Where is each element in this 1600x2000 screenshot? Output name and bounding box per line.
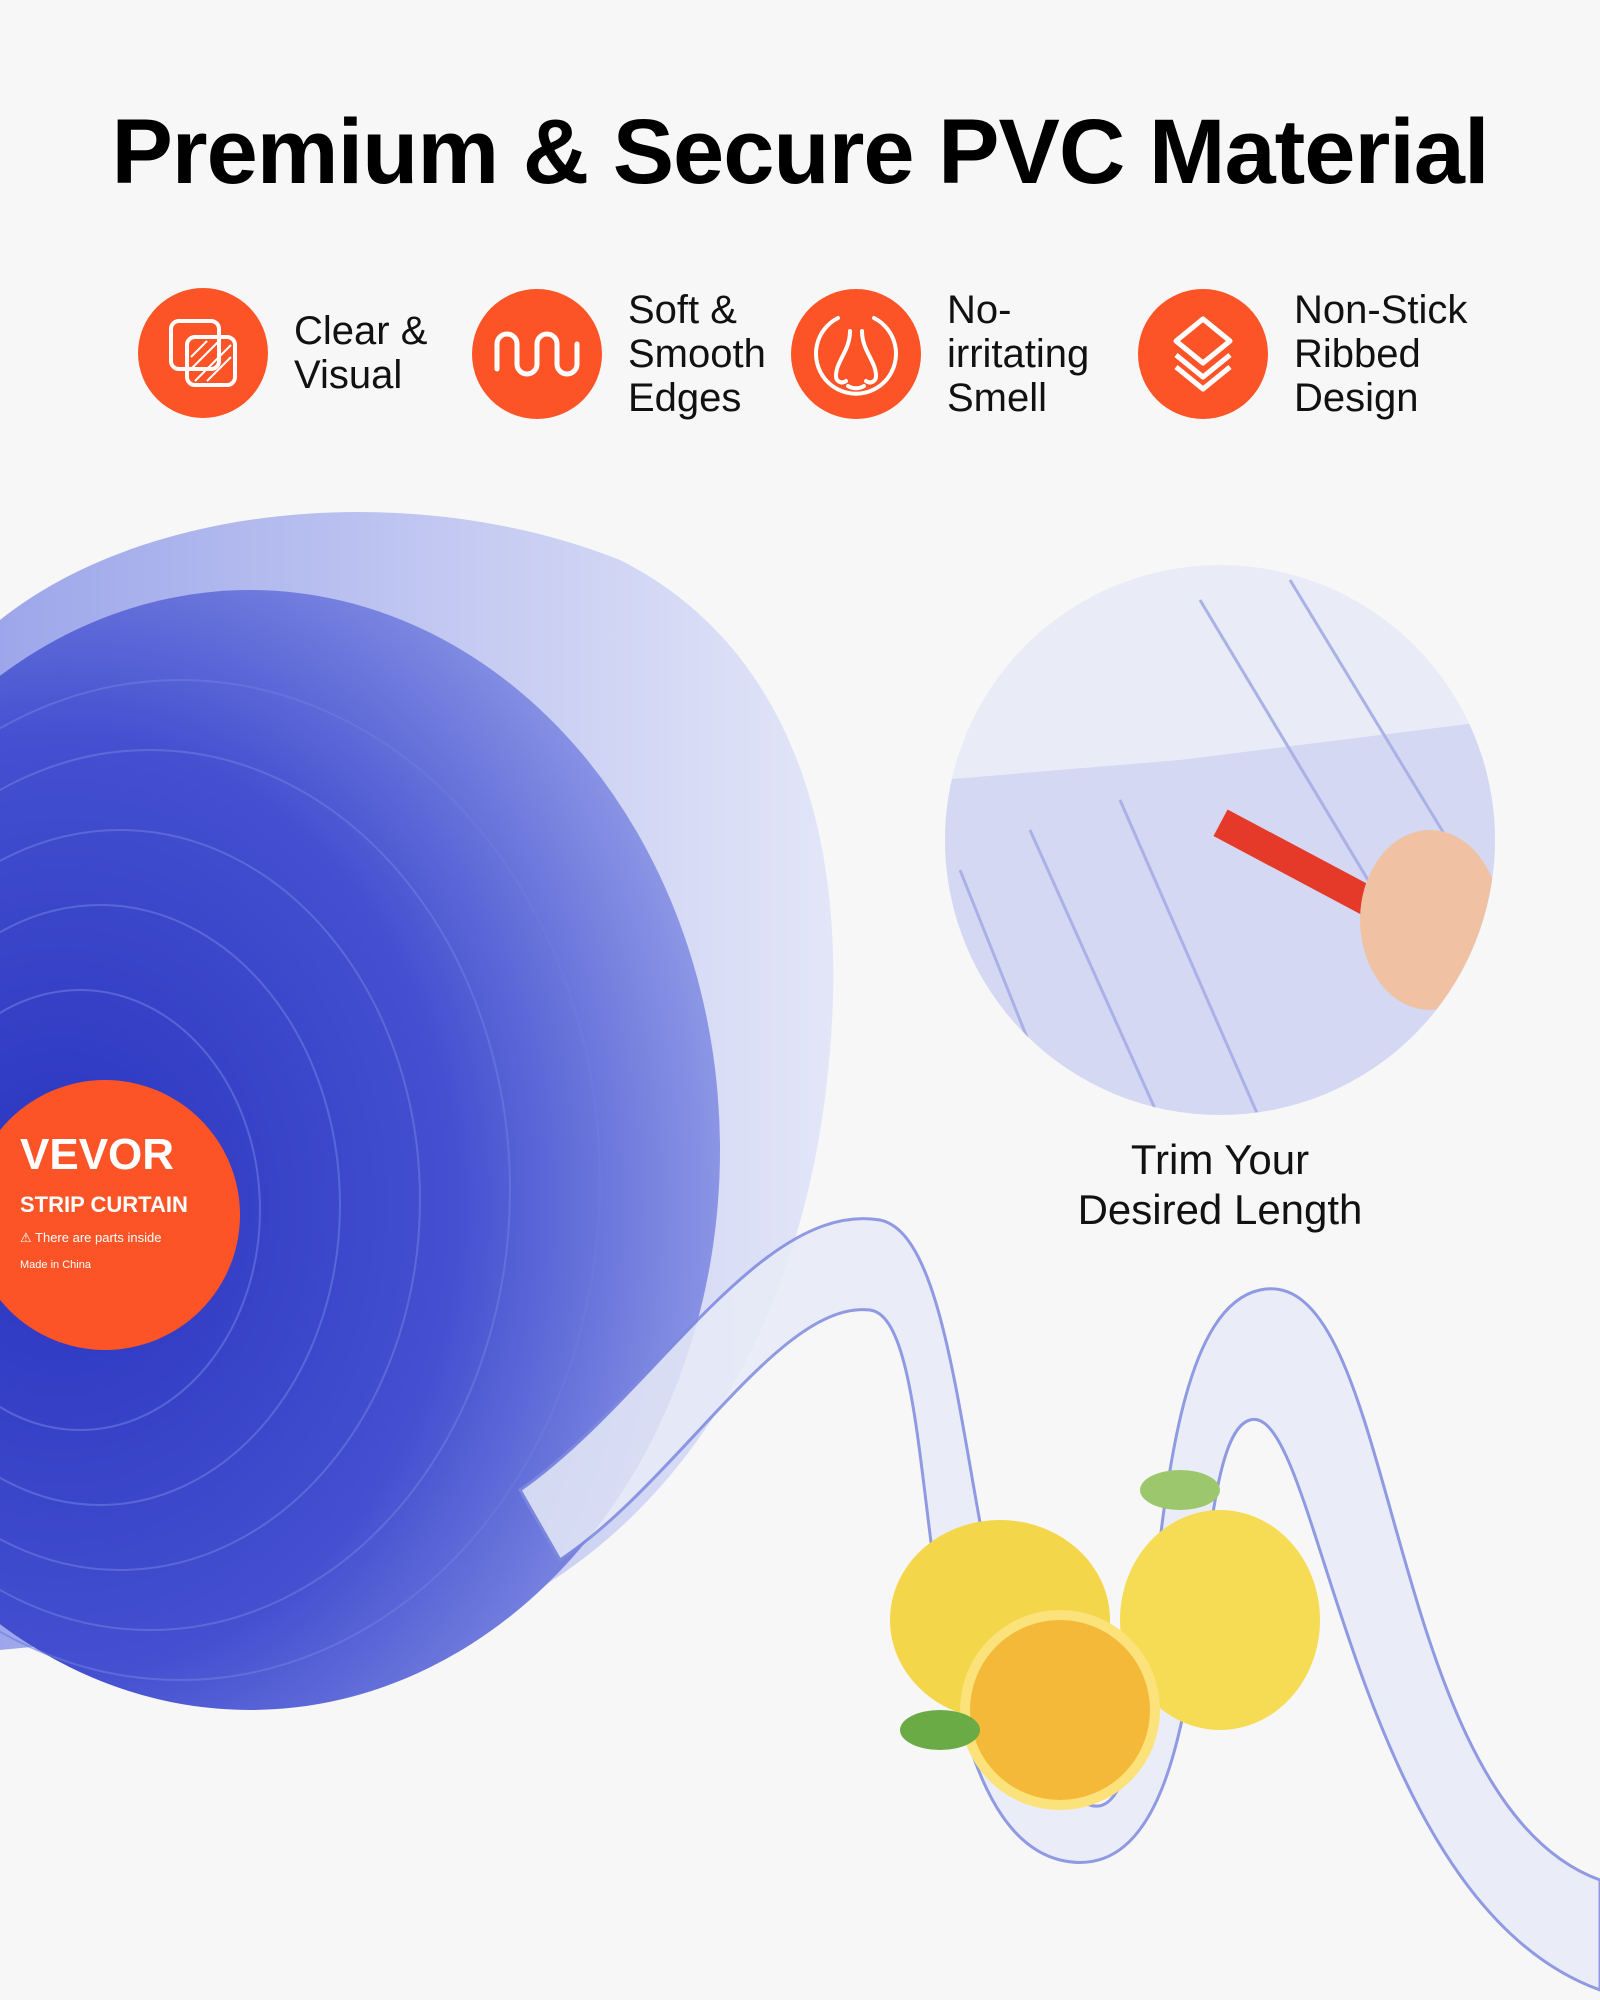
feature-label: Clear & Visual	[294, 309, 428, 397]
stacked-layers-icon	[1138, 289, 1268, 419]
page-title: Premium & Secure PVC Material	[111, 101, 1489, 203]
roll-face	[0, 590, 720, 1710]
feature-no-smell: No- irritating Smell	[791, 288, 1089, 420]
feature-label: Soft & Smooth Edges	[628, 288, 766, 420]
trim-caption: Trim Your Desired Length	[1077, 1136, 1363, 1233]
feature-label: Non-Stick Ribbed Design	[1294, 288, 1468, 420]
label-product: STRIP CURTAIN	[20, 1192, 188, 1217]
label-warning: ⚠ There are parts inside	[20, 1230, 161, 1246]
brand-logo: VEVOR	[20, 1130, 175, 1179]
feature-clear-visual: Clear & Visual	[138, 288, 427, 418]
label-warning-text: There are parts inside	[35, 1230, 162, 1245]
feature-ribbed-design: Non-Stick Ribbed Design	[1138, 288, 1467, 420]
label-origin: Made in China	[20, 1259, 91, 1271]
feature-label: No- irritating Smell	[947, 288, 1090, 420]
wave-icon	[472, 289, 602, 419]
lemons	[890, 1470, 1320, 1810]
trim-inset-photo	[945, 565, 1495, 1115]
feature-soft-edges: Soft & Smooth Edges	[472, 288, 766, 420]
clear-layers-icon	[138, 288, 268, 418]
warning-icon: ⚠	[20, 1230, 36, 1245]
nose-icon	[791, 289, 921, 419]
product-label-logo: VEVOR STRIP CURTAIN ⚠ There are parts in…	[0, 1080, 240, 1350]
